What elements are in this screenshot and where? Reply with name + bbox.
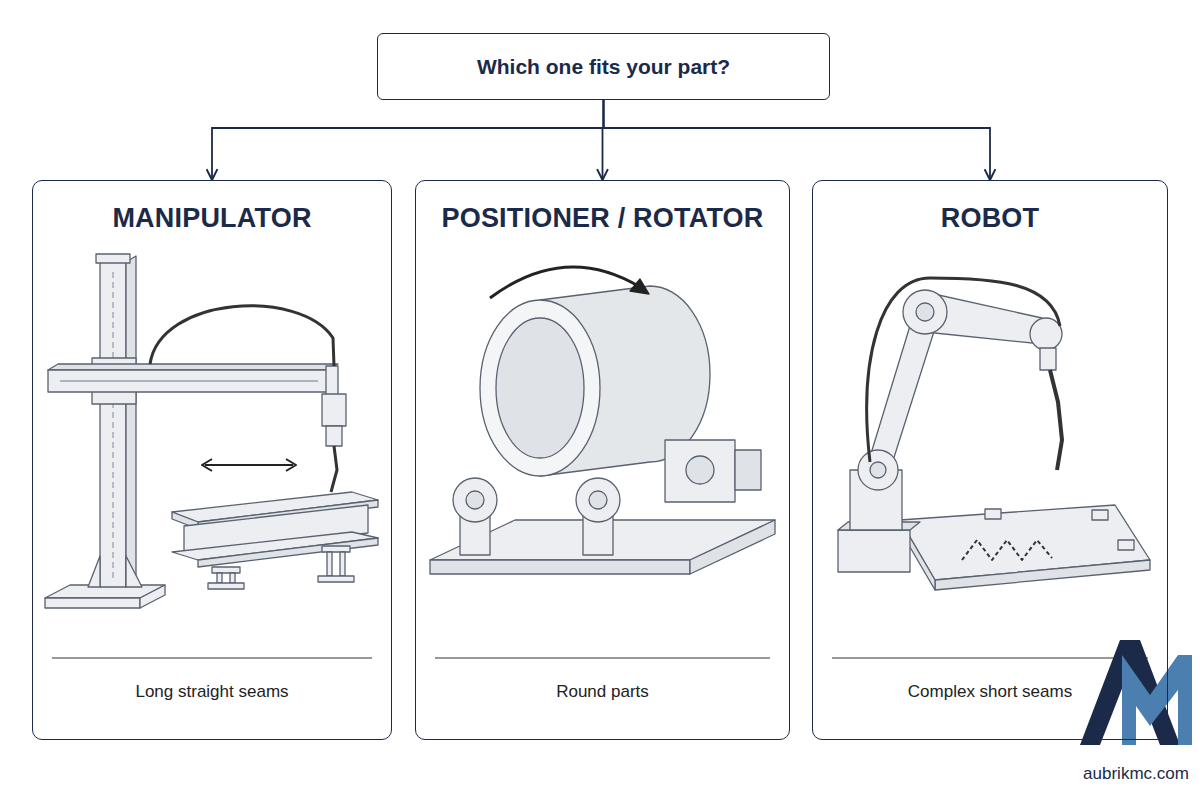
rotator-illustration-part xyxy=(665,440,735,502)
manipulator-illustration-part xyxy=(126,556,142,587)
rotator-illustration-part xyxy=(490,267,640,298)
manipulator-illustration-part xyxy=(318,576,354,582)
manipulator-illustration-part xyxy=(198,538,378,567)
manipulator-illustration-part xyxy=(322,394,346,426)
rotator-illustration-part xyxy=(430,560,690,574)
rotator-illustration-part xyxy=(589,491,607,509)
rotator-illustration-part xyxy=(466,491,484,509)
robot-illustration-part xyxy=(858,450,898,490)
robot-illustration-part xyxy=(870,462,886,478)
manipulator-illustration-part xyxy=(212,567,240,573)
divider-line-part xyxy=(832,658,1148,659)
robot-illustration-part xyxy=(1092,510,1108,520)
manipulator-illustration-part xyxy=(45,598,140,608)
robot-illustration-part xyxy=(985,509,1001,519)
manipulator-illustration-part xyxy=(202,459,212,471)
divider-line-part xyxy=(52,658,372,659)
rotator-illustration-part xyxy=(496,318,584,458)
rotator-illustration-part xyxy=(480,300,600,476)
question-text: Which one fits your part? xyxy=(477,55,730,79)
manipulator-illustration-part xyxy=(100,262,126,587)
robot-illustration-part xyxy=(866,316,937,470)
manipulator-illustration-part xyxy=(48,370,328,392)
manipulator-illustration-part xyxy=(340,552,345,576)
logo-mark xyxy=(1080,640,1192,745)
rotator-illustration xyxy=(430,267,775,574)
panel-caption: Complex short seams xyxy=(908,682,1072,702)
robot-illustration-part xyxy=(903,290,947,334)
rotator-illustration-part xyxy=(576,478,620,522)
divider-line xyxy=(52,658,1148,659)
manipulator-illustration-part xyxy=(88,556,100,587)
manipulator-illustration-part xyxy=(331,446,337,492)
panel-heading: ROBOT xyxy=(941,203,1040,234)
panel-caption: Round parts xyxy=(556,682,649,702)
manipulator-illustration-part xyxy=(126,256,136,587)
robot-illustration-part xyxy=(867,278,1060,462)
manipulator-illustration-part xyxy=(96,254,130,263)
question-box: Which one fits your part? xyxy=(377,33,830,100)
manipulator-illustration-part xyxy=(150,306,334,366)
panel-heading: MANIPULATOR xyxy=(112,203,311,234)
robot-illustration-part xyxy=(1050,370,1062,470)
manipulator-illustration-part xyxy=(60,380,318,381)
illustration-layer-part xyxy=(45,254,1192,745)
option-panel: ROBOT Complex short seams xyxy=(812,180,1168,740)
manipulator-illustration-part xyxy=(326,366,338,396)
branch-connector xyxy=(604,100,991,180)
robot-illustration-part xyxy=(1118,540,1134,550)
manipulator-illustration xyxy=(45,254,378,608)
manipulator-illustration-part xyxy=(205,464,293,466)
option-panel: MANIPULATOR Long straight seams xyxy=(32,180,392,740)
robot-illustration-part xyxy=(916,303,934,321)
manipulator-illustration-part xyxy=(326,426,342,446)
robot-illustration-part xyxy=(962,540,1052,560)
manipulator-illustration-part xyxy=(48,364,338,370)
logo-text: aubrikmc.com xyxy=(1083,764,1189,784)
robot-illustration-part xyxy=(838,530,910,572)
manipulator-illustration-part xyxy=(286,459,296,471)
rotator-illustration-part xyxy=(453,478,497,522)
branch-connector xyxy=(212,100,604,180)
manipulator-illustration-part xyxy=(322,546,350,552)
manipulator-illustration-part xyxy=(112,272,113,578)
robot-illustration xyxy=(838,278,1150,590)
manipulator-illustration-part xyxy=(230,573,235,583)
rotator-illustration-part xyxy=(690,520,775,574)
manipulator-illustration-part xyxy=(327,552,332,576)
manipulator-illustration-part xyxy=(208,583,244,589)
rotator-illustration-part xyxy=(686,456,714,484)
option-panel: POSITIONER / ROTATOR Round parts xyxy=(415,180,790,740)
manipulator-illustration-part xyxy=(217,573,222,583)
robot-illustration-part xyxy=(1030,318,1062,350)
robot-illustration-part xyxy=(1040,348,1056,370)
manipulator-illustration-part xyxy=(140,585,165,608)
logo-mark-part xyxy=(1122,655,1192,745)
rotator-illustration-part xyxy=(735,450,761,490)
robot-illustration-part xyxy=(935,560,1150,590)
rotator-illustration-part xyxy=(630,279,649,294)
panel-caption: Long straight seams xyxy=(135,682,288,702)
divider-line-part xyxy=(435,658,770,659)
panel-heading: POSITIONER / ROTATOR xyxy=(441,203,763,234)
